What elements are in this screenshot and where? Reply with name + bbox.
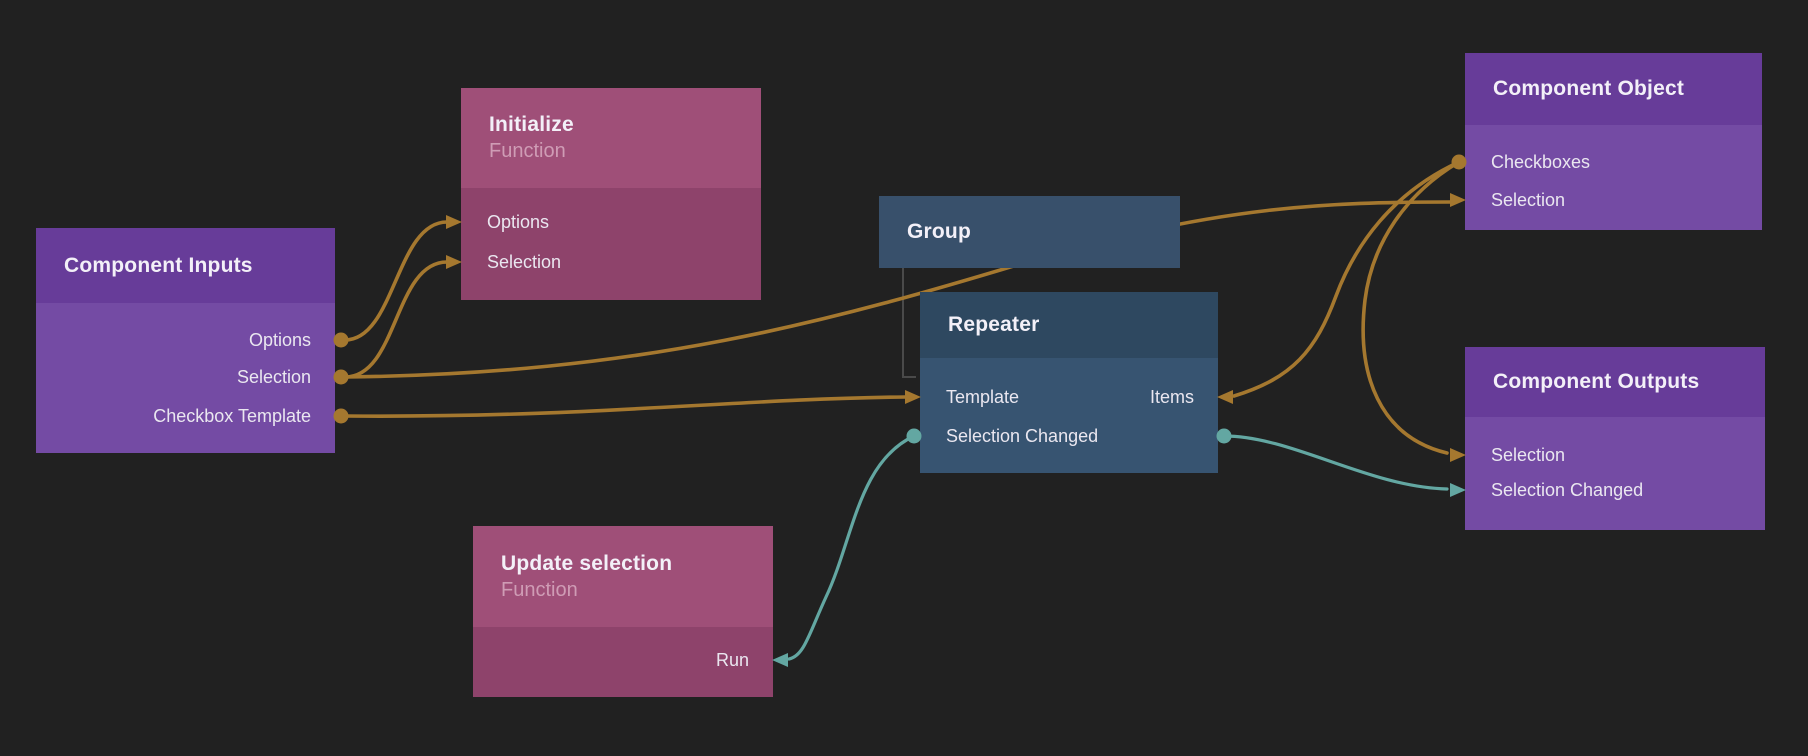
wire[interactable] <box>1222 434 1449 491</box>
wire[interactable] <box>1232 160 1461 398</box>
node-header: Repeater <box>920 292 1218 358</box>
node-header: Component Object <box>1465 53 1762 125</box>
node-header: Component Inputs <box>36 228 335 303</box>
wire[interactable] <box>343 260 449 379</box>
port-arrow[interactable] <box>446 255 462 269</box>
node-title: Update selection <box>501 551 673 575</box>
port-arrow[interactable] <box>1450 448 1466 462</box>
node-update-selection[interactable]: Update selection Function Run <box>473 526 773 697</box>
node-subtitle: Function <box>489 140 566 162</box>
node-header: Initialize Function <box>461 88 761 188</box>
port-selection[interactable]: Selection <box>487 252 562 272</box>
port-arrow[interactable] <box>1217 390 1233 404</box>
wire[interactable] <box>1361 160 1461 455</box>
port-selection[interactable]: Selection <box>236 367 311 387</box>
port-arrow[interactable] <box>446 215 462 229</box>
port-selection[interactable]: Selection <box>1491 445 1566 465</box>
port-selection-changed[interactable]: Selection Changed <box>946 426 1099 446</box>
port-checkboxes[interactable]: Checkboxes <box>1491 152 1591 172</box>
wire[interactable] <box>343 220 449 342</box>
port-selection[interactable]: Selection <box>1491 190 1566 210</box>
node-title: Component Outputs <box>1493 370 1700 393</box>
port-arrow[interactable] <box>772 653 788 667</box>
port-items[interactable]: Items <box>1149 387 1194 407</box>
node-header: Component Outputs <box>1465 347 1765 417</box>
port-checkbox-template[interactable]: Checkbox Template <box>153 406 311 426</box>
port-run[interactable]: Run <box>715 650 749 670</box>
node-header: Group <box>879 196 1180 268</box>
node-header: Update selection Function <box>473 526 773 627</box>
port-dot[interactable] <box>1216 428 1232 444</box>
port-template[interactable]: Template <box>946 387 1020 407</box>
node-title: Initialize <box>489 113 574 136</box>
port-arrow[interactable] <box>905 390 921 404</box>
node-title: Component Inputs <box>64 253 253 277</box>
node-title: Component Object <box>1493 77 1685 100</box>
node-group[interactable]: Group <box>879 196 1180 268</box>
wire[interactable] <box>343 395 907 418</box>
port-arrow[interactable] <box>1450 483 1466 497</box>
port-options[interactable]: Options <box>487 212 550 232</box>
port-dot[interactable] <box>333 408 349 424</box>
port-selection-changed[interactable]: Selection Changed <box>1491 480 1644 500</box>
port-dot[interactable] <box>333 332 349 348</box>
node-title: Repeater <box>948 313 1040 336</box>
node-subtitle: Function <box>501 578 578 601</box>
node-title: Group <box>907 220 971 243</box>
port-arrow[interactable] <box>1450 193 1466 207</box>
port-options[interactable]: Options <box>248 330 311 350</box>
hierarchy-edge <box>902 268 916 378</box>
wire[interactable] <box>787 434 916 661</box>
port-dot[interactable] <box>333 369 349 385</box>
